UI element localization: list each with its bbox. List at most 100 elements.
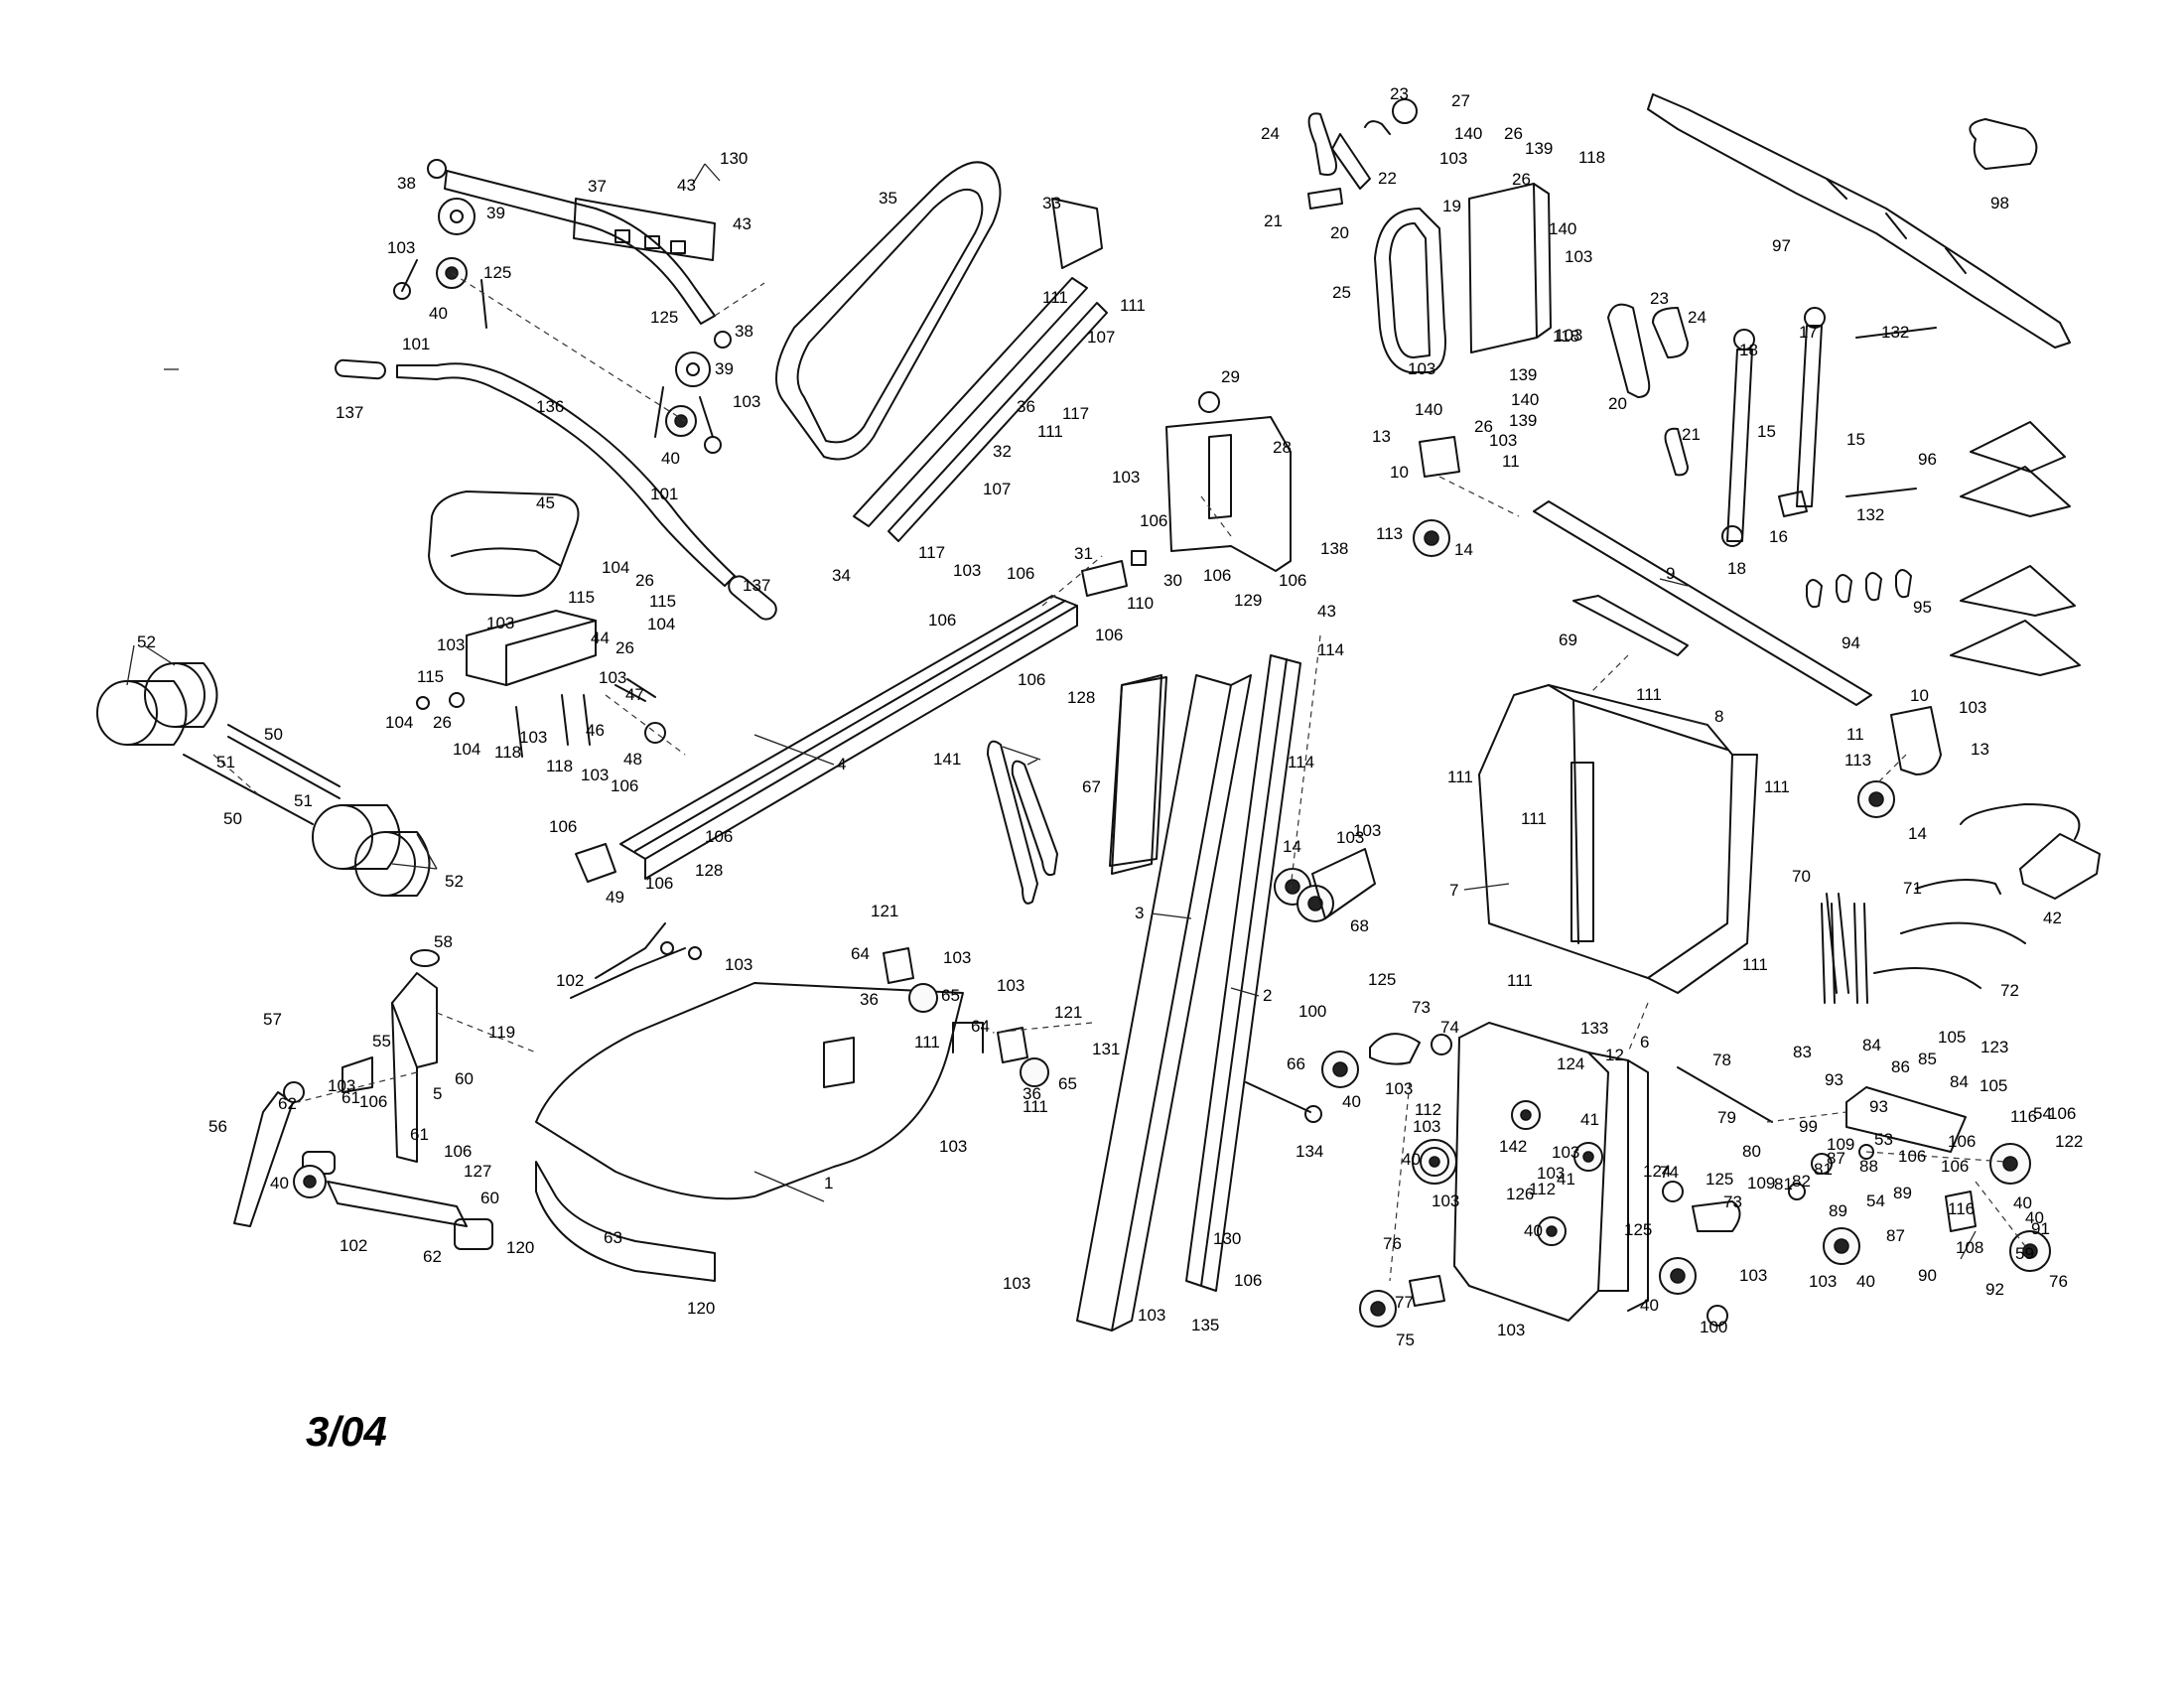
callout-133: 133: [1580, 1019, 1608, 1038]
callout-85: 85: [1918, 1050, 1937, 1068]
callout-106-e: 106: [611, 776, 638, 795]
callout-103-p: 103: [1138, 1306, 1165, 1325]
seat-carriage: [416, 610, 666, 758]
callout-101b: 101: [650, 485, 678, 503]
callout-110: 110: [1127, 594, 1154, 613]
callout-120: 120: [506, 1238, 534, 1257]
callout-104b: 104: [647, 615, 675, 633]
callout-39b: 39: [715, 359, 734, 378]
callout-63: 63: [604, 1228, 622, 1247]
callout-103-ad: 103: [1739, 1266, 1767, 1285]
callout-124b: 124: [1643, 1162, 1671, 1181]
callout-123: 123: [1980, 1038, 2008, 1056]
callout-106-d: 106: [1018, 670, 1045, 689]
callout-79: 79: [1717, 1108, 1736, 1127]
callout-57: 57: [263, 1010, 282, 1029]
callout-73: 73: [1412, 998, 1431, 1017]
callout-115: 115: [568, 588, 595, 607]
callout-125b: 125: [650, 308, 678, 327]
callout-77: 77: [1395, 1293, 1414, 1312]
callout-2: 2: [1263, 986, 1272, 1005]
callout-73b: 73: [1723, 1193, 1742, 1211]
callout-64b: 64: [971, 1017, 990, 1036]
callout-50: 50: [264, 725, 283, 744]
callout-82: 82: [1792, 1172, 1811, 1191]
callout-22: 22: [1378, 169, 1397, 188]
callout-64: 64: [851, 944, 870, 963]
callout-111-c: 111: [1037, 422, 1063, 441]
callout-88: 88: [1859, 1157, 1878, 1176]
callout-80: 80: [1742, 1142, 1761, 1161]
callout-68: 68: [1350, 916, 1369, 935]
callout-32: 32: [993, 442, 1012, 461]
callout-103-x: 103: [1439, 149, 1467, 168]
callout-10-right: 10: [1910, 686, 1929, 705]
callout-103-af: 103: [1552, 1143, 1579, 1162]
callout-6: 6: [1640, 1033, 1649, 1052]
callout-106-c: 106: [1095, 626, 1123, 644]
callout-103-a: 103: [387, 238, 415, 257]
callout-3: 3: [1135, 904, 1144, 922]
lower-pulleys: [1321, 1033, 1741, 1328]
callout-49: 49: [606, 888, 624, 907]
callout-108: 108: [1956, 1238, 1983, 1257]
callout-25: 25: [1332, 283, 1351, 302]
resistance-housing: [1478, 595, 1758, 994]
part-drawings: [96, 93, 2101, 1332]
callout-111-h: 111: [1521, 809, 1547, 828]
callout-137: 137: [336, 403, 363, 422]
callout-136: 136: [536, 397, 564, 416]
shaft-78: [1677, 1066, 1773, 1123]
callout-103-w: 103: [1408, 359, 1435, 378]
callout-43c: 43: [1317, 602, 1336, 621]
callout-131: 131: [1092, 1040, 1120, 1058]
callout-119: 119: [488, 1023, 515, 1042]
callout-111-e: 111: [1023, 1097, 1048, 1116]
callout-129: 129: [1234, 591, 1262, 610]
callout-26d: 26: [635, 571, 654, 590]
callout-90: 90: [1918, 1266, 1937, 1285]
callout-9: 9: [1666, 564, 1675, 583]
callout-126: 126: [1506, 1185, 1534, 1203]
callout-139b: 139: [1509, 365, 1537, 384]
callout-65: 65: [941, 986, 960, 1005]
callout-28: 28: [1273, 438, 1292, 457]
callout-11-right: 11: [1846, 725, 1864, 744]
callout-33: 33: [1042, 194, 1061, 212]
callout-140b: 140: [1549, 219, 1576, 238]
callout-14: 14: [1454, 540, 1473, 559]
callout-109b: 109: [1827, 1135, 1854, 1154]
callout-103-q: 103: [1336, 828, 1364, 847]
callout-26e: 26: [615, 638, 634, 657]
callout-19: 19: [1442, 197, 1461, 215]
seat: [428, 491, 580, 597]
callout-115c: 115: [417, 667, 444, 686]
callout-112b: 112: [1529, 1180, 1556, 1198]
callout-37: 37: [588, 177, 607, 196]
tower-pulleys: [1274, 848, 1376, 922]
callout-62b: 62: [423, 1247, 442, 1266]
callout-40g: 40: [1640, 1296, 1659, 1315]
callout-117: 117: [1062, 404, 1089, 423]
callout-24: 24: [1261, 124, 1280, 143]
callout-140d: 140: [1511, 390, 1539, 409]
callout-55: 55: [372, 1032, 391, 1051]
callout-76b: 76: [2049, 1272, 2068, 1291]
callout-96: 96: [1918, 450, 1937, 469]
callout-140c: 140: [1415, 400, 1442, 419]
callout-125c: 125: [1368, 970, 1396, 989]
callout-141: 141: [933, 750, 961, 769]
callout-111-f: 111: [1636, 685, 1662, 704]
callout-132: 132: [1881, 323, 1909, 342]
callout-105: 105: [1938, 1028, 1966, 1047]
callout-8: 8: [1714, 707, 1723, 726]
callout-121: 121: [871, 902, 898, 920]
callout-65b: 65: [1058, 1074, 1077, 1093]
callout-20b: 20: [1608, 394, 1627, 413]
callout-134: 134: [1296, 1142, 1323, 1161]
callout-121b: 121: [1054, 1003, 1082, 1022]
callout-103-k: 103: [943, 948, 971, 967]
callout-20: 20: [1330, 223, 1349, 242]
leader-lines: [126, 163, 1977, 1260]
